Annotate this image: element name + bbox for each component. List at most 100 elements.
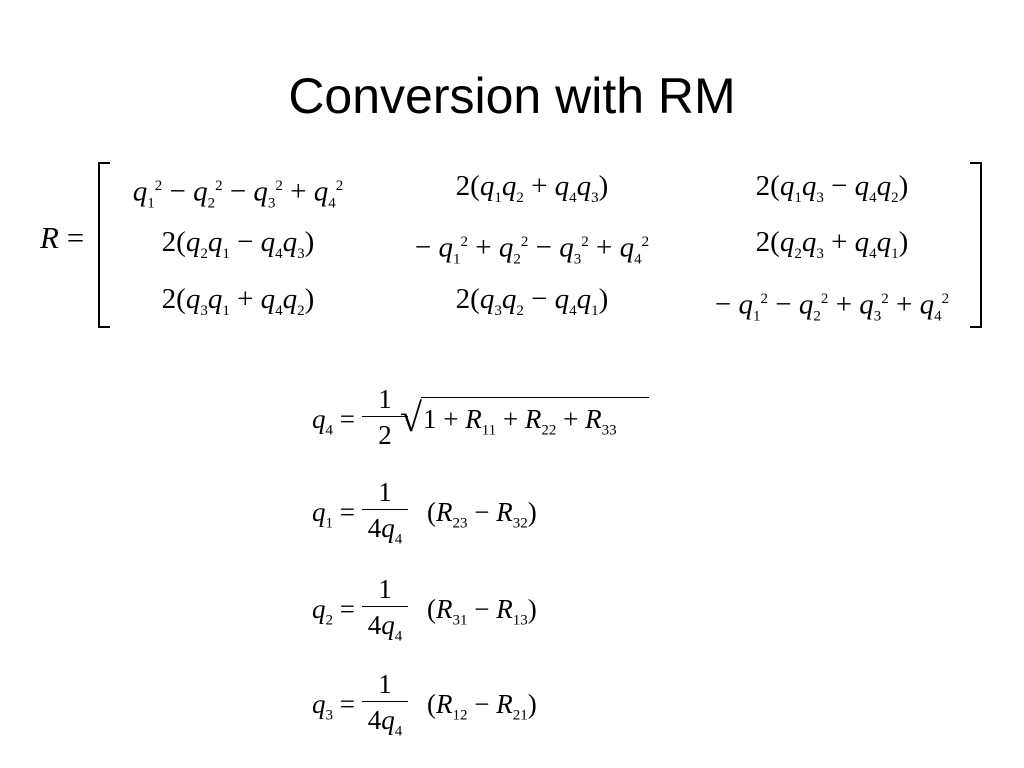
math-variable: q [801, 170, 817, 202]
matrix-cell-r2c3: 2(q2q3 + q4q1) [756, 224, 909, 272]
math-operator: ( [427, 497, 436, 527]
math-subscript: 1 [794, 189, 802, 206]
math-superscript: 2 [820, 291, 829, 307]
matrix-cell-r1c1: q12 − q22 − q32 + q42 [133, 168, 344, 221]
math-subscript: 32 [512, 515, 528, 532]
math-operator: 2( [161, 226, 186, 258]
math-subscript: 23 [452, 515, 468, 532]
fraction-bar [362, 509, 408, 510]
math-operator: = [333, 404, 355, 434]
math-operator: − [768, 288, 799, 321]
math-variable: q [576, 283, 592, 315]
math-variable: q [312, 497, 326, 527]
math-variable: q [876, 226, 892, 258]
math-subscript: 2 [297, 302, 305, 319]
math-subscript: 4 [275, 245, 283, 262]
math-operator: 2( [455, 283, 480, 315]
math-variable: q [207, 226, 223, 258]
math-variable: q [854, 226, 870, 258]
math-operator: − [467, 689, 497, 719]
math-variable: q [779, 170, 795, 202]
math-subscript: 1 [591, 302, 599, 319]
math-variable: q [381, 610, 395, 640]
math-subscript: 2 [891, 189, 899, 206]
math-operator: − [714, 288, 739, 321]
math-superscript: 2 [275, 178, 283, 194]
math-operator: − [823, 170, 855, 202]
math-operator: − [523, 283, 555, 315]
math-operator: ) [527, 497, 537, 527]
math-superscript: 2 [215, 178, 223, 194]
math-variable: q [501, 283, 517, 315]
math-variable: q [185, 283, 201, 315]
math-subscript: 3 [591, 189, 599, 206]
math-superscript: 2 [881, 291, 889, 307]
math-operator: − [467, 497, 497, 527]
math-variable: q [859, 288, 874, 321]
math-variable: q [313, 175, 329, 208]
math-operator: + [823, 226, 855, 258]
math-subscript: 3 [816, 245, 824, 262]
fraction-denominator: 4q4 [362, 607, 408, 644]
math-subscript: 3 [297, 245, 305, 262]
math-subscript: 2 [325, 612, 334, 629]
math-subscript: 21 [512, 707, 528, 724]
matrix-cell-r3c3: − q12 − q22 + q32 + q42 [715, 281, 949, 334]
math-operator: + [282, 175, 314, 208]
math-operator: ) [527, 689, 537, 719]
math-variable: R [585, 404, 602, 434]
math-subscript: 3 [200, 302, 208, 319]
math-operator: 2( [755, 170, 780, 202]
math-operator: ( [427, 594, 436, 624]
math-operator: = [333, 689, 355, 719]
math-operator: ) [527, 594, 537, 624]
math-operator: + [523, 170, 555, 202]
fraction-denominator: 2 [362, 417, 408, 453]
math-variable: q [479, 170, 495, 202]
formula-lhs: q2 = [312, 594, 355, 629]
math-operator: = [333, 497, 355, 527]
math-variable: q [312, 689, 326, 719]
math-subscript: 4 [325, 422, 334, 439]
math-operator: 2 [378, 420, 392, 450]
math-operator: ) [304, 283, 315, 315]
math-variable: q [193, 175, 208, 208]
math-subscript: 2 [516, 189, 524, 206]
matrix-lhs-symbol: R [40, 220, 59, 255]
math-superscript: 2 [154, 178, 163, 194]
math-subscript: 4 [634, 251, 642, 268]
math-superscript: 2 [581, 234, 589, 250]
slide-title: Conversion with RM [288, 68, 736, 124]
matrix-right-bracket [970, 162, 982, 328]
math-subscript: 1 [325, 515, 334, 532]
matrix-left-bracket [98, 162, 110, 328]
math-operator: + [229, 283, 261, 315]
math-variable: R [436, 594, 453, 624]
math-operator: ) [898, 226, 909, 258]
math-variable: q [738, 288, 754, 321]
math-subscript: 2 [200, 245, 208, 262]
fraction-numerator: 1 [362, 572, 408, 606]
math-operator: − [414, 231, 439, 264]
math-operator: 4 [367, 610, 382, 640]
math-superscript: 2 [641, 234, 650, 250]
math-superscript: 2 [335, 178, 344, 194]
math-operator: = [333, 594, 355, 624]
math-superscript: 2 [941, 291, 950, 307]
math-variable: R [465, 404, 482, 434]
math-subscript: 3 [816, 189, 824, 206]
math-subscript: 1 [891, 245, 899, 262]
math-operator: 1 [378, 574, 392, 604]
math-variable: q [619, 231, 635, 264]
math-operator: + [888, 288, 920, 321]
fraction-bar [362, 416, 408, 417]
math-operator: 2( [161, 283, 186, 315]
math-operator: ) [598, 170, 609, 202]
math-variable: q [282, 226, 298, 258]
math-subscript: 1 [147, 195, 155, 212]
math-variable: q [253, 175, 268, 208]
math-superscript: 2 [520, 234, 529, 250]
